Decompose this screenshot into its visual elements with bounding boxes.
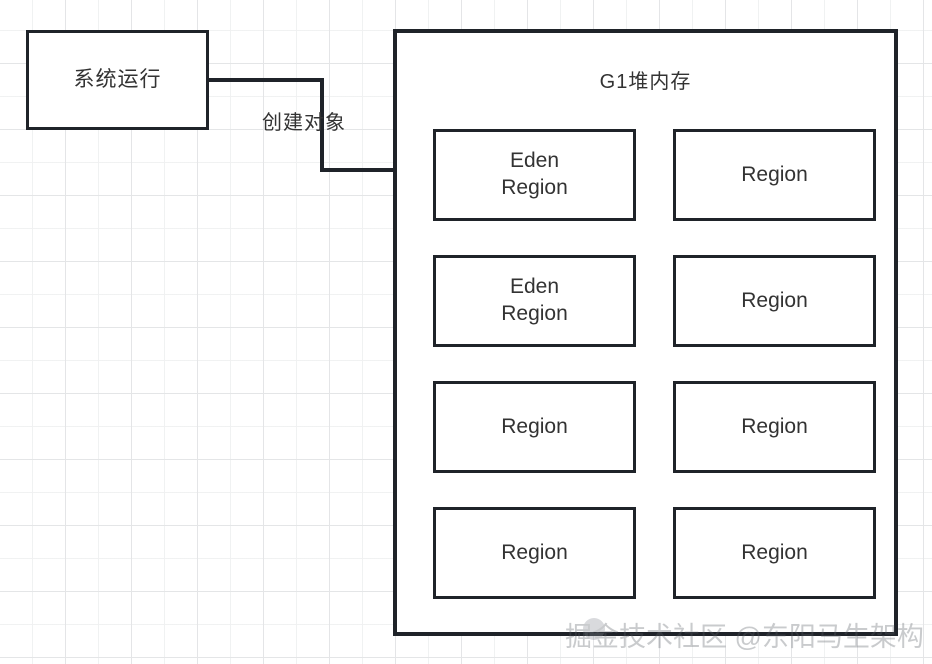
region-cell-7[interactable]: Region (433, 507, 636, 599)
region-cell-2[interactable]: Region (673, 129, 876, 221)
g1-heap-title: G1堆内存 (599, 71, 692, 93)
edge-label-create-object: 创建对象 (262, 112, 346, 134)
region-cell-eden-2[interactable]: Eden Region (433, 255, 636, 347)
region-cell-eden-1[interactable]: Eden Region (433, 129, 636, 221)
system-run-label: 系统运行 (73, 67, 162, 91)
region-cell-4[interactable]: Region (673, 255, 876, 347)
g1-heap-container: G1堆内存 Eden Region Region Eden Region Reg… (393, 29, 898, 636)
region-cell-8[interactable]: Region (673, 507, 876, 599)
region-cell-6[interactable]: Region (673, 381, 876, 473)
system-run-node[interactable]: 系统运行 (26, 30, 209, 130)
region-cell-5[interactable]: Region (433, 381, 636, 473)
